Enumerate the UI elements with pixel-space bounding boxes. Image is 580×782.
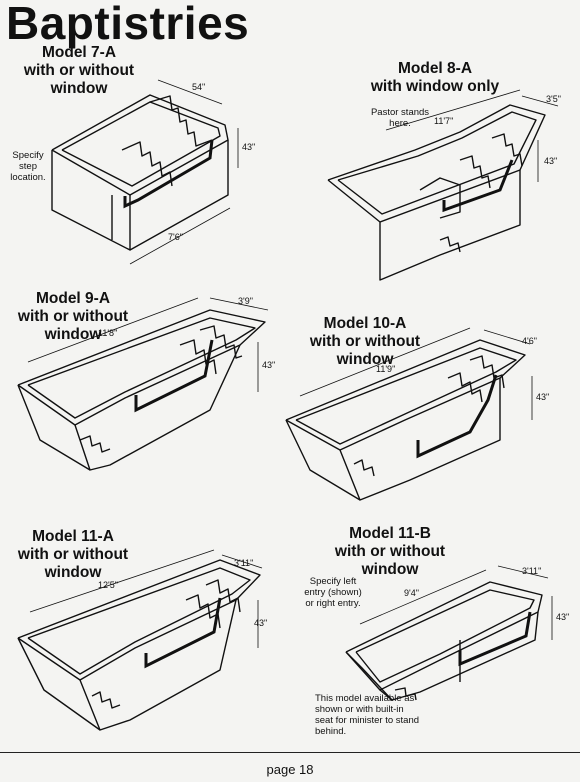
model-11b-note: Specify left entry (shown) or right entr… [304,576,362,609]
model-11a-drawing: 12'5" 3'11" 43" [17,549,267,731]
model-11b-drawing: 9'4" 3'11" 43" [345,565,569,701]
model-11a-dim-length: 12'5" [98,580,118,590]
model-9a-dim-depth: 43" [262,360,275,370]
model-10a-heading: Model 10-A with or without window [309,315,421,368]
model-11a-dim-depth: 43" [254,618,267,628]
model-8a-note: Pastor stands here. [370,107,430,129]
model-8a-dim-width: 3'5" [546,94,561,104]
model-7a-dim-width: 54" [192,82,205,92]
model-7a-dim-depth: 43" [242,142,255,152]
model-10a-dim-depth: 43" [536,392,549,402]
model-10a-dim-length: 11'9" [376,364,395,374]
model-11a-dim-width: 3'11" [234,558,253,568]
model-11b-dim-depth: 43" [556,612,569,622]
model-9a-drawing: 11'8" 3'9" 43" [17,296,275,471]
page-title: Baptistries [6,0,250,49]
model-8a-dim-length: 11'7" [434,116,453,126]
model-11a-heading: Model 11-A with or without window [17,528,129,581]
model-9a-dim-length: 11'8" [98,328,117,338]
model-8a-drawing: 11'7" 3'5" 43" [327,89,561,281]
model-10a-drawing: 11'9" 4'6" 43" [285,327,549,501]
model-7a-drawing: 54" 43" 7'6" [51,79,255,265]
model-8a-dim-depth: 43" [544,156,557,166]
page-number: page 18 [266,762,314,777]
model-7a-dim-length: 7'6" [168,232,183,242]
model-7a-note: Specify step location. [10,150,46,183]
model-11b-note-seat: This model available as shown or with bu… [315,693,420,737]
model-7a-heading: Model 7-A with or without window [23,44,135,97]
footer-rule [0,752,580,753]
model-9a-dim-width: 3'9" [238,296,253,306]
model-11b-dim-width: 3'11" [522,566,541,576]
model-10a-dim-width: 4'6" [522,336,537,346]
model-8a-heading: Model 8-A with window only [370,60,500,95]
model-11b-heading: Model 11-B with or without window [334,525,446,578]
model-9a-heading: Model 9-A with or without window [17,290,129,343]
model-11b-dim-length: 9'4" [404,588,419,598]
